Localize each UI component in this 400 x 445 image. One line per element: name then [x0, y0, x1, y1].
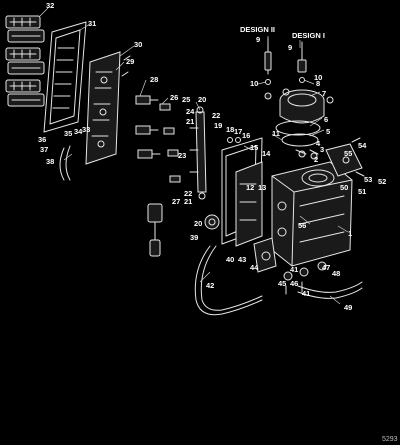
- callout-21a: 21: [186, 117, 194, 126]
- callout-numbers: 32 31 30 29 28 26 25 20 24 21 22 19 23 1…: [38, 1, 386, 312]
- callout-14: 14: [262, 149, 271, 158]
- callout-6: 6: [324, 115, 328, 124]
- callout-9a: 9: [256, 35, 260, 44]
- callout-49: 49: [344, 303, 352, 312]
- part-29-cover-plate: [85, 51, 131, 165]
- part-14-manifold-cover: [235, 161, 263, 247]
- callout-32: 32: [46, 1, 54, 10]
- callout-18: 18: [226, 125, 234, 134]
- callout-24: 24: [186, 107, 195, 116]
- part-56-main-housing: [253, 161, 353, 273]
- callout-5: 5: [326, 127, 330, 136]
- callout-55: 55: [344, 149, 352, 158]
- callout-42: 42: [206, 281, 214, 290]
- part-38-hose: [59, 145, 71, 181]
- callout-30: 30: [134, 40, 142, 49]
- callout-44: 44: [250, 263, 259, 272]
- callout-53: 53: [364, 175, 372, 184]
- callout-10a: 10: [250, 79, 258, 88]
- callout-20a: 20: [198, 95, 206, 104]
- callout-28: 28: [150, 75, 158, 84]
- callout-45: 45: [278, 279, 286, 288]
- part-7-fuel-pump: [275, 88, 334, 147]
- callout-22a: 22: [212, 111, 220, 120]
- callout-52: 52: [378, 177, 386, 186]
- callout-12: 12: [246, 183, 254, 192]
- part-39-fuel-filter: [147, 203, 163, 257]
- part-31-gasket: [43, 21, 87, 133]
- callout-38: 38: [46, 157, 54, 166]
- callout-41b: 41: [290, 265, 298, 274]
- design-ii-label: DESIGN II: [240, 25, 275, 34]
- callout-46: 46: [290, 279, 298, 288]
- callout-8: 8: [316, 79, 320, 88]
- callout-11: 11: [272, 129, 280, 138]
- callout-23: 23: [178, 151, 186, 160]
- part-47-lower-fittings: [283, 261, 327, 295]
- callout-47: 47: [322, 263, 330, 272]
- callout-19: 19: [214, 121, 222, 130]
- callout-34: 34: [74, 127, 83, 136]
- callout-43: 43: [238, 255, 246, 264]
- callout-56: 56: [298, 221, 306, 230]
- callout-20b: 20: [194, 219, 202, 228]
- callout-15: 15: [250, 143, 258, 152]
- callout-16: 16: [242, 131, 250, 140]
- part-20-pump-fitting: [204, 214, 220, 230]
- callout-35: 35: [64, 129, 72, 138]
- callout-40: 40: [226, 255, 234, 264]
- callout-21b: 21: [184, 197, 192, 206]
- design-i-label: DESIGN I: [292, 31, 325, 40]
- callout-50: 50: [340, 183, 348, 192]
- callout-48: 48: [332, 269, 340, 278]
- callout-25: 25: [182, 95, 190, 104]
- callout-13: 13: [258, 183, 266, 192]
- callout-37: 37: [40, 145, 48, 154]
- leader-lines: [39, 7, 349, 305]
- callout-2: 2: [314, 155, 318, 164]
- part-28-valve-column: [135, 95, 181, 183]
- part-50-bracket: [325, 137, 365, 177]
- callout-10b: 10: [314, 73, 322, 82]
- callout-26: 26: [170, 93, 178, 102]
- part-20-fuel-rail: [189, 106, 207, 200]
- part-49-fuel-line: [194, 245, 363, 316]
- callout-39: 39: [190, 233, 198, 242]
- callout-4: 4: [316, 139, 321, 148]
- callout-3: 3: [320, 145, 324, 154]
- callout-36: 36: [38, 135, 46, 144]
- callout-31: 31: [88, 19, 96, 28]
- callout-41a: 41: [302, 289, 310, 298]
- callout-22b: 22: [184, 189, 192, 198]
- callout-9b: 9: [288, 43, 292, 52]
- callout-7: 7: [322, 89, 326, 98]
- callout-51: 51: [358, 187, 366, 196]
- figure-id: 5293: [382, 436, 398, 443]
- callout-54: 54: [358, 141, 367, 150]
- design-i-sensor: [297, 41, 307, 83]
- part-32-block-stack: [5, 15, 45, 107]
- callout-17: 17: [234, 127, 242, 136]
- callout-27: 27: [172, 197, 180, 206]
- part-2-fittings: [295, 149, 319, 160]
- callout-1: 1: [348, 229, 352, 238]
- callout-29: 29: [126, 57, 134, 66]
- callout-33: 33: [82, 125, 90, 134]
